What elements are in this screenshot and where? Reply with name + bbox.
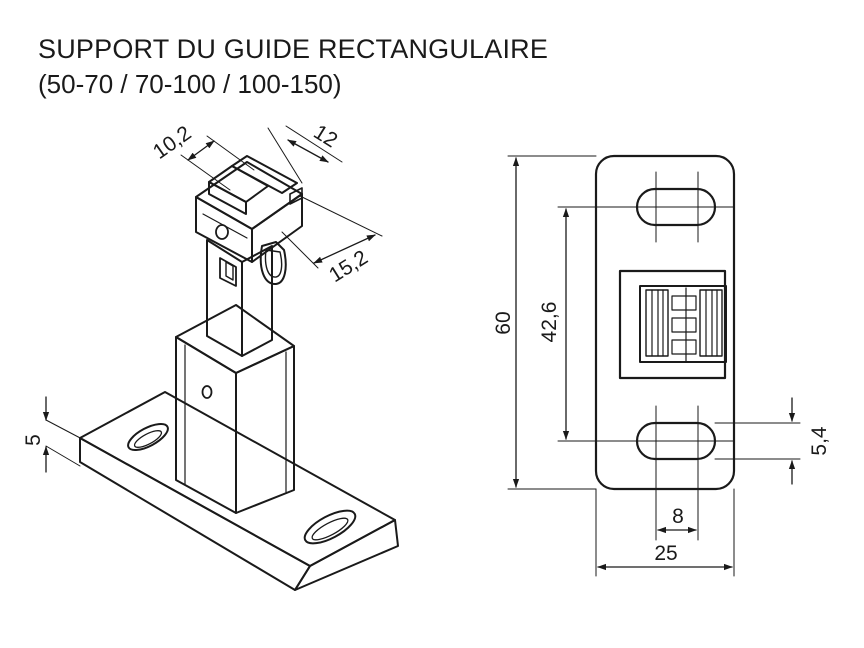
front-dim-60: 60 [492,155,597,490]
dim-label-5-4: 5,4 [808,426,831,456]
front-clip [618,269,727,380]
isometric-view: 10,2 12 15,2 5 [22,121,399,591]
dim-label-5: 5 [22,434,45,446]
base-slot-right [303,509,357,545]
front-view: 60 42,6 5,4 8 25 [492,154,831,577]
dim-label-12: 12 [309,121,341,153]
front-plate [594,154,736,491]
front-dim-5-4: 5,4 [714,397,831,485]
sliding-post [206,239,273,357]
dim-label-60: 60 [492,311,515,334]
dim-label-25: 25 [654,542,677,565]
dim-label-10-2: 10,2 [149,122,196,164]
base-plate [79,391,399,591]
dim-label-8: 8 [672,505,684,528]
base-slot-left [127,422,169,452]
dim-label-15-2: 15,2 [325,246,372,287]
iso-dim-10-2: 10,2 [149,122,255,191]
top-clip [195,155,303,285]
iso-dim-5: 5 [22,396,85,473]
dim-label-42-6: 42,6 [538,302,561,343]
diagram-subtitle: (50-70 / 70-100 / 100-150) [38,69,342,99]
upright-tube [175,304,295,514]
front-dim-25: 25 [595,488,735,577]
diagram-title: SUPPORT DU GUIDE RECTANGULAIRE [38,34,549,64]
front-dim-8: 8 [657,505,697,534]
iso-dim-15-2: 15,2 [281,195,383,287]
front-dim-42-6: 42,6 [538,206,735,442]
